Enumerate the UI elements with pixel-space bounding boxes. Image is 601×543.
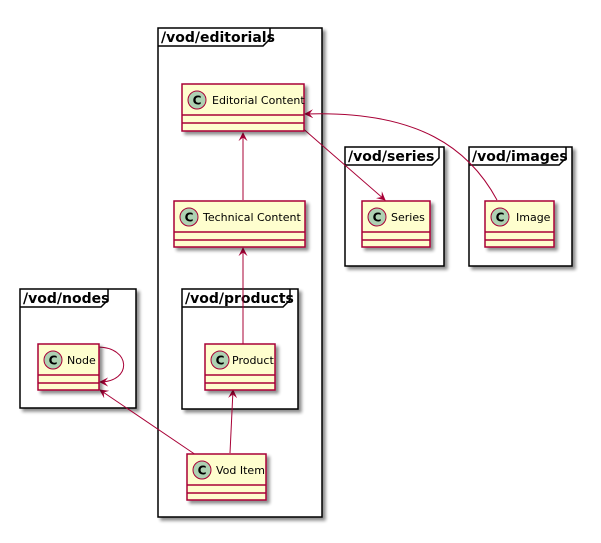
class-stereotype-icon (210, 350, 230, 370)
class-name-technical-content: Technical Content (202, 211, 301, 224)
class-technical-content: C Technical Content (173, 200, 306, 248)
class-stereotype-glyph: C (185, 211, 194, 225)
package-title-products: /vod/products (185, 291, 294, 307)
class-node: C Node (37, 343, 100, 391)
class-name-editorial-content: Editorial Content (212, 94, 305, 107)
arrow-voditem-to-node (99, 389, 197, 456)
connectors (96, 109, 498, 456)
class-name-series: Series (391, 211, 425, 224)
class-editorial-content: C Editorial Content (181, 83, 305, 132)
package-title-nodes: /vod/nodes (23, 291, 109, 307)
arrow-editorial-to-series (299, 125, 386, 201)
class-name-node: Node (67, 354, 96, 367)
class-stereotype-icon (367, 207, 387, 227)
class-stereotype-glyph: C (496, 211, 505, 225)
class-vod-item: C Vod Item (186, 453, 267, 501)
class-image: C Image (484, 200, 555, 248)
class-stereotype-icon (490, 207, 510, 227)
class-series: C Series (361, 200, 431, 248)
class-name-product: Product (232, 354, 274, 367)
class-stereotype-glyph: C (198, 464, 207, 478)
class-stereotype-glyph: C (49, 354, 58, 368)
package-title-series: /vod/series (348, 149, 434, 165)
class-stereotype-icon (187, 90, 207, 110)
package-title-editorials: /vod/editorials (161, 30, 275, 46)
arrow-node-self (96, 346, 125, 387)
class-name-image: Image (516, 211, 551, 224)
arrow-voditem-to-product (228, 389, 238, 454)
class-stereotype-glyph: C (216, 354, 225, 368)
package-title-images: /vod/images (472, 149, 568, 165)
class-stereotype-icon (192, 460, 212, 480)
class-stereotype-icon (179, 207, 199, 227)
class-name-vod-item: Vod Item (216, 464, 265, 477)
class-stereotype-icon (43, 350, 63, 370)
class-stereotype-glyph: C (373, 211, 382, 225)
class-product: C Product (204, 343, 276, 391)
arrow-image-to-editorial (304, 109, 498, 201)
class-stereotype-glyph: C (193, 94, 202, 108)
